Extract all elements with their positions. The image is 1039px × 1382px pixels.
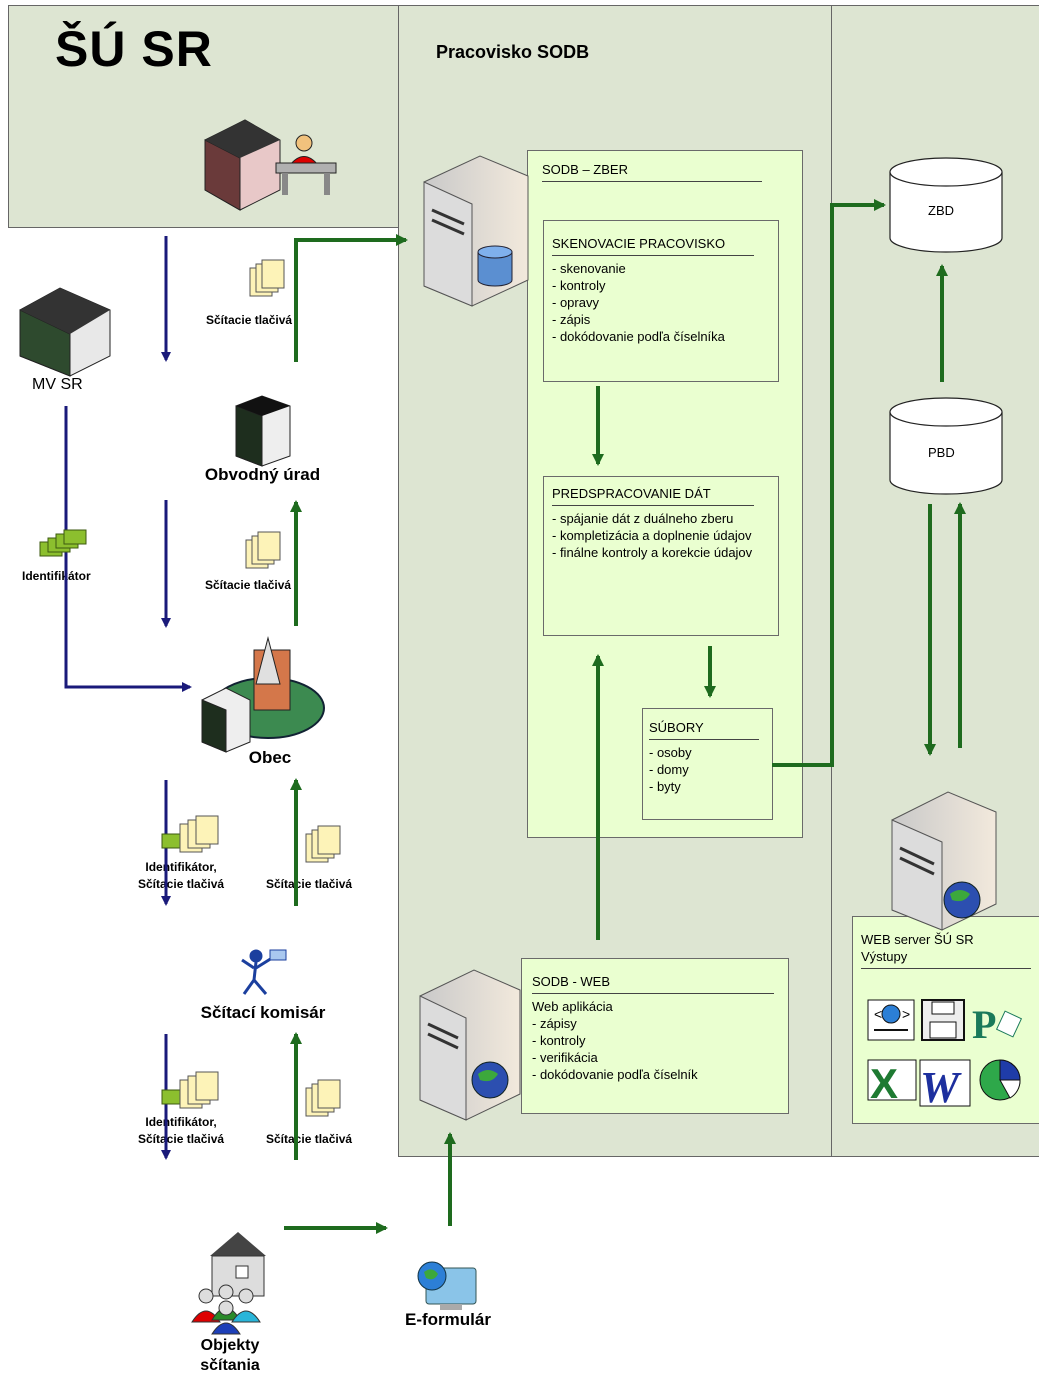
office-building-icon xyxy=(204,119,281,211)
svg-text:>: > xyxy=(902,1006,910,1022)
svg-text:W: W xyxy=(920,1063,962,1112)
skenovacie-title: SKENOVACIE PRACOVISKO xyxy=(552,236,726,251)
flow-label-scitacie-4: Sčítacie tlačivá xyxy=(266,1132,353,1146)
sodb-zber-title: SODB – ZBER xyxy=(542,162,628,177)
word-format-icon: W xyxy=(919,1059,971,1112)
su-sr-region xyxy=(8,5,399,228)
subory-title: SÚBORY xyxy=(649,720,704,735)
svg-text:X: X xyxy=(870,1060,898,1107)
obvodny-urad-label: Obvodný úrad xyxy=(204,465,321,484)
green-arrows xyxy=(284,199,966,1234)
flow-label-scitacie-1: Sčítacie tlačivá xyxy=(206,313,293,327)
flow-label-ident-scitacie-1: Identifikátor, Sčítacie tlačivá xyxy=(138,860,225,891)
flow-label-identifikator: Identifikátor xyxy=(22,569,91,583)
zbd-database-icon xyxy=(889,157,1003,253)
person-at-desk-icon xyxy=(275,134,337,195)
zbd-label: ZBD xyxy=(928,203,954,218)
subory-box: SÚBORY - osoby - domy - byty xyxy=(642,708,773,820)
household-people-icon xyxy=(191,1232,266,1335)
skenovacie-box: SKENOVACIE PRACOVISKO - skenovanie - kon… xyxy=(543,220,779,382)
pbd-label: PBD xyxy=(928,445,955,460)
list-item: - finálne kontroly a korekcie údajov xyxy=(552,545,753,560)
divider xyxy=(552,505,754,506)
list-item: - opravy xyxy=(552,295,599,310)
list-item: - skenovanie xyxy=(552,261,626,276)
sodb-web-subtitle: Web aplikácia xyxy=(532,999,613,1014)
identifier-forms-icon xyxy=(161,1071,219,1109)
list-item: - osoby xyxy=(649,745,692,760)
flow-label-scitacie-2: Sčítacie tlačivá xyxy=(205,578,292,592)
flow-label-scitacie-3: Sčítacie tlačivá xyxy=(266,877,353,891)
excel-format-icon: X xyxy=(867,1059,917,1107)
predspracovanie-list: - spájanie dát z duálneho zberu - komple… xyxy=(552,510,770,561)
save-disk-icon xyxy=(921,999,965,1041)
identifier-forms-icon xyxy=(161,815,219,853)
list-item: - kontroly xyxy=(552,278,606,293)
list-item: - byty xyxy=(649,779,681,794)
flow-label-ident-scitacie-2: Identifikátor, Sčítacie tlačivá xyxy=(138,1115,225,1146)
sodb-web-list: - zápisy - kontroly - verifikácia - dokó… xyxy=(532,1015,780,1083)
output-web-server-icon xyxy=(891,791,997,931)
list-item: - dokódovanie podľa číselníka xyxy=(552,329,725,344)
pbd-database-icon xyxy=(889,397,1003,495)
forms-stack-icon xyxy=(305,1079,341,1117)
svg-text:<: < xyxy=(874,1006,882,1022)
list-item: - spájanie dát z duálneho zberu xyxy=(552,511,734,526)
list-item: - kontroly xyxy=(532,1033,586,1048)
ministry-building-icon xyxy=(19,287,111,377)
predspracovanie-title: PREDSPRACOVANIE DÁT xyxy=(552,486,711,501)
list-item: - zápis xyxy=(552,312,591,327)
collection-server-icon xyxy=(423,155,529,307)
objekty-label: Objekty sčítania xyxy=(200,1337,260,1374)
workplace-title: Pracovisko SODB xyxy=(436,42,590,62)
list-item: - zápisy xyxy=(532,1016,577,1031)
forms-stack-icon xyxy=(305,825,341,863)
municipality-town-icon xyxy=(201,636,325,753)
list-item: - domy xyxy=(649,762,689,777)
komisar-label: Sčítací komisár xyxy=(200,1003,326,1022)
main-title: ŠÚ SR xyxy=(55,21,213,77)
sodb-web-box: SODB - WEB Web aplikácia - zápisy - kont… xyxy=(521,958,789,1114)
list-item: - dokódovanie podľa číselník xyxy=(532,1067,698,1082)
web-app-server-icon xyxy=(419,969,521,1121)
pie-chart-icon xyxy=(979,1059,1021,1101)
mv-sr-label: MV SR xyxy=(32,376,83,393)
web-server-title: WEB server ŠÚ SR xyxy=(861,932,974,947)
forms-stack-icon xyxy=(249,259,285,297)
predspracovanie-box: PREDSPRACOVANIE DÁT - spájanie dát z duá… xyxy=(543,476,779,636)
identifier-cards-icon xyxy=(39,529,87,557)
sodb-web-title: SODB - WEB xyxy=(532,974,611,989)
divider xyxy=(861,968,1031,969)
census-enumerator-icon xyxy=(241,949,287,995)
divider xyxy=(532,993,774,994)
html-format-icon: < > xyxy=(867,999,915,1041)
publisher-format-icon: P xyxy=(972,1002,1023,1047)
svg-text:P: P xyxy=(972,1002,996,1047)
skenovacie-list: - skenovanie - kontroly - opravy - zápis… xyxy=(552,260,770,345)
obec-label: Obec xyxy=(248,748,292,767)
divider xyxy=(649,739,759,740)
subory-list: - osoby - domy - byty xyxy=(649,744,766,795)
forms-stack-icon xyxy=(245,531,281,569)
divider xyxy=(552,255,754,256)
list-item: - kompletizácia a doplnenie údajov xyxy=(552,528,752,543)
eformular-label: E-formulár xyxy=(405,1310,491,1329)
district-office-building-icon xyxy=(235,395,291,467)
computer-globe-icon xyxy=(417,1261,477,1310)
divider xyxy=(542,181,762,182)
blue-arrows xyxy=(64,236,192,1160)
list-item: - verifikácia xyxy=(532,1050,598,1065)
web-server-subtitle: Výstupy xyxy=(861,949,908,964)
